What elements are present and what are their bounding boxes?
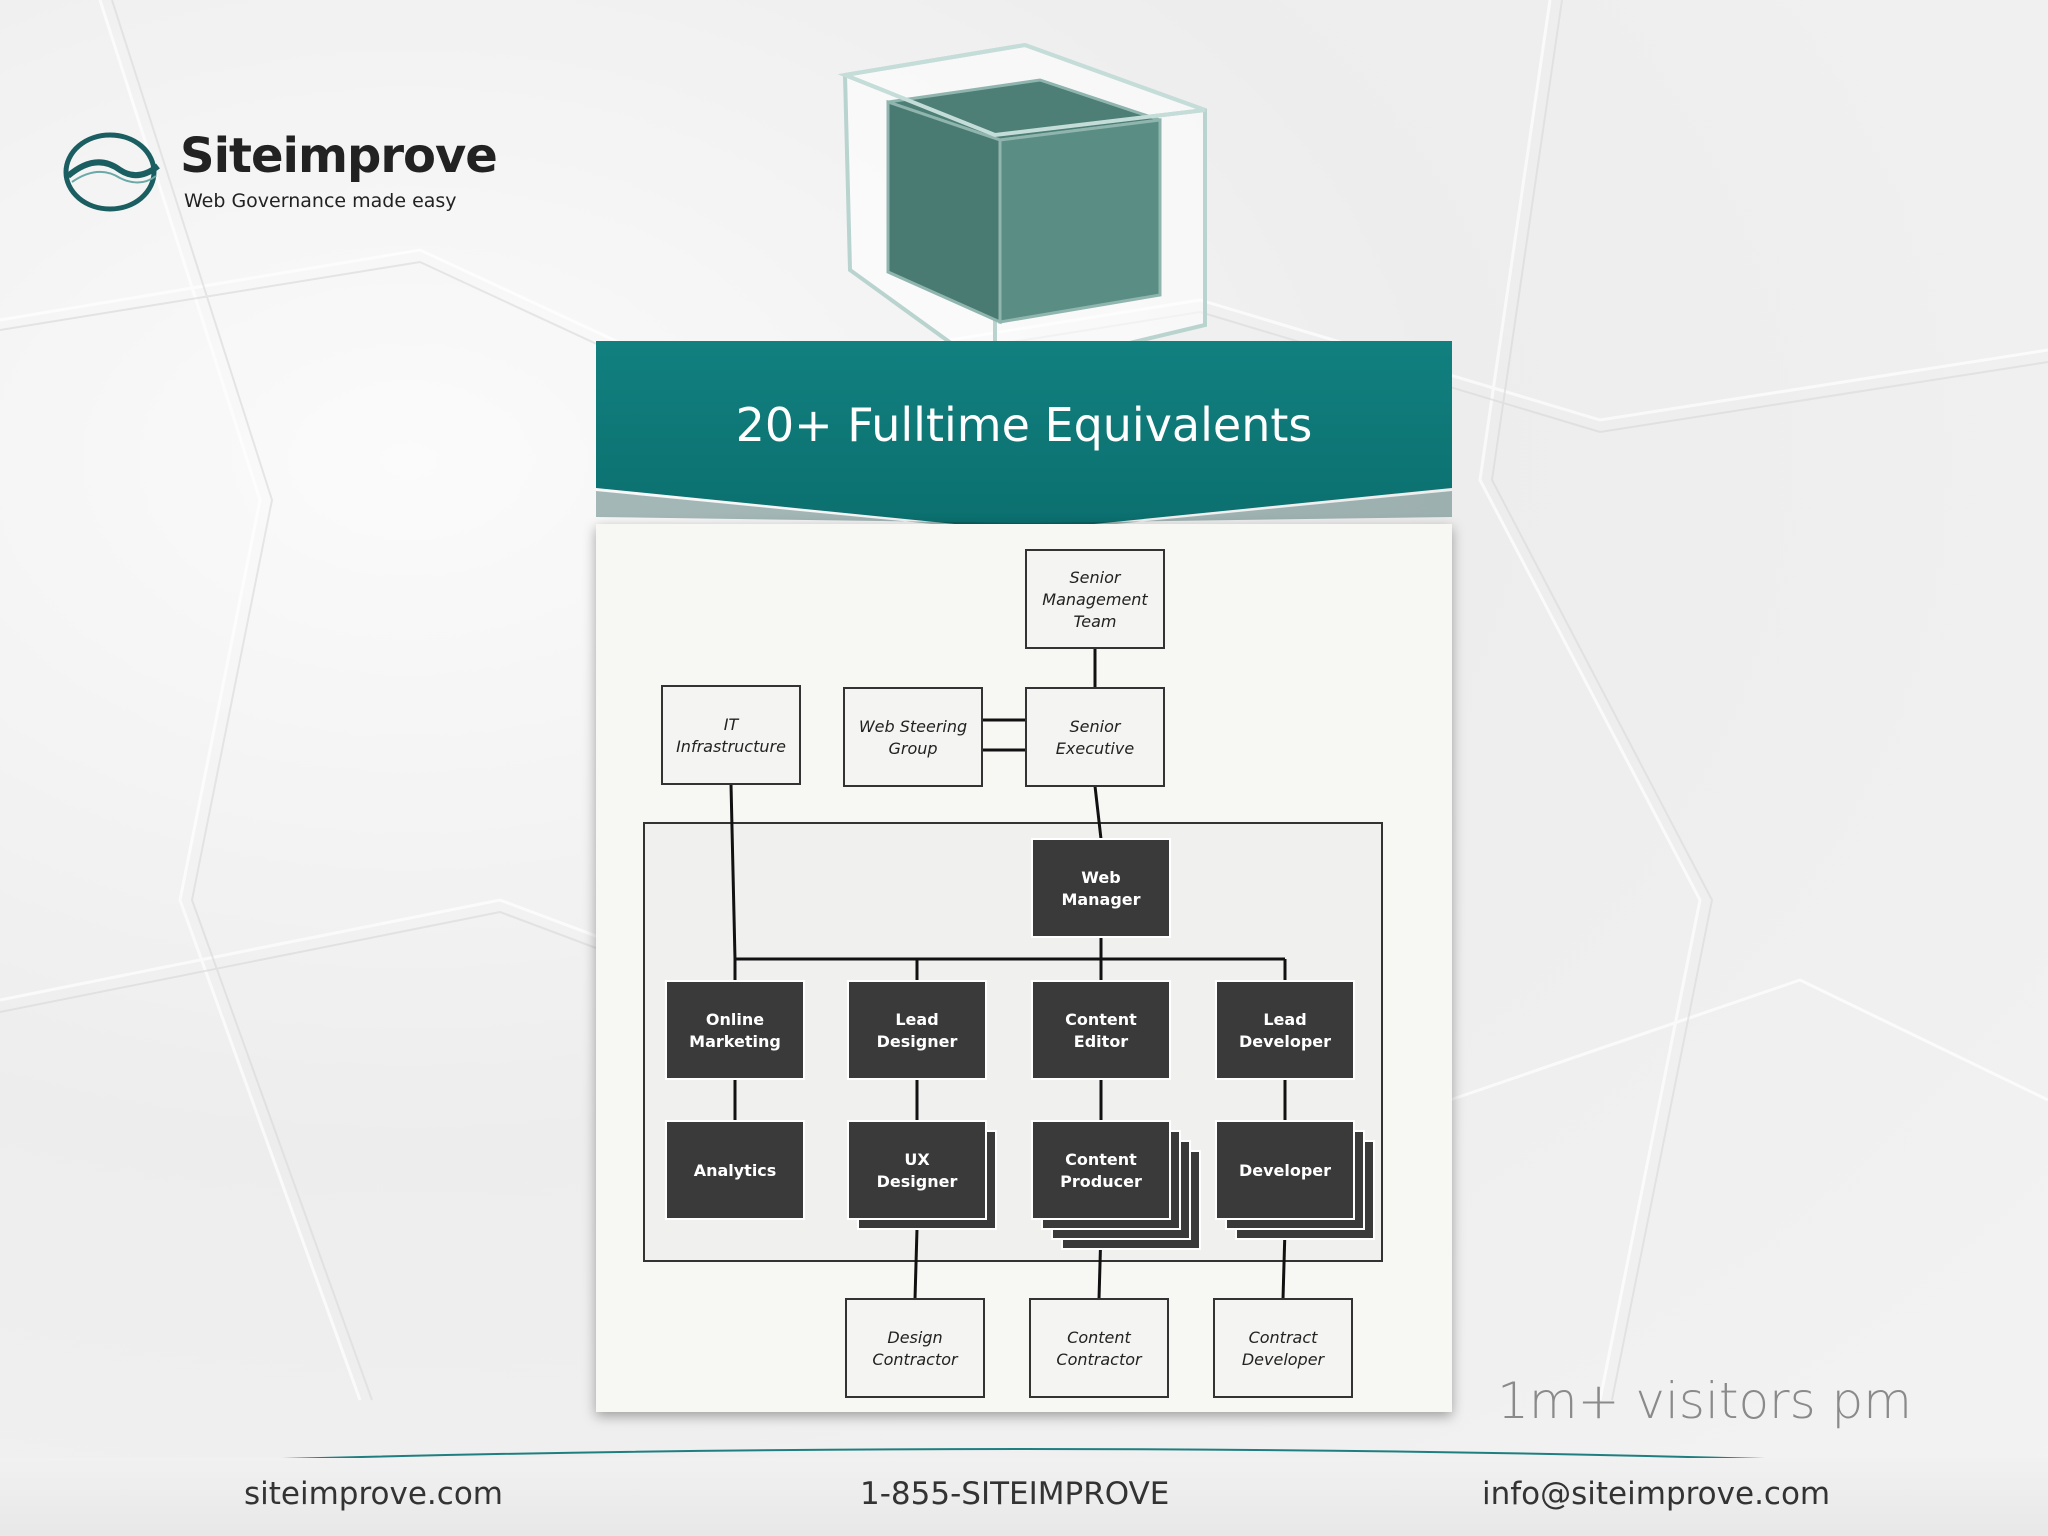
org-node-box — [1215, 1120, 1355, 1220]
org-node-label: Lead — [895, 1010, 938, 1029]
org-node-label: Web Steering — [859, 717, 967, 736]
org-node-label: Developer — [1239, 1161, 1331, 1180]
org-node-label: Lead — [1263, 1010, 1306, 1029]
footer-email-link[interactable]: info@siteimprove.com — [1482, 1476, 1831, 1512]
org-node-label: Team — [1073, 612, 1116, 631]
org-node-label: Executive — [1056, 739, 1135, 758]
org-chart: SeniorManagementTeamITInfrastructureWeb … — [643, 549, 1383, 1398]
org-node-label: Senior — [1070, 568, 1122, 587]
org-node-box — [661, 685, 801, 785]
banner-title: 20+ Fulltime Equivalents — [735, 398, 1313, 452]
org-node-box — [1029, 1298, 1169, 1398]
org-node-label: Manager — [1061, 890, 1140, 909]
org-node-label: Designer — [877, 1032, 958, 1051]
org-node-box — [1025, 687, 1165, 787]
org-node-box — [1025, 549, 1165, 649]
org-node-label: Content — [1065, 1150, 1137, 1169]
org-node-box — [665, 1120, 805, 1220]
connector-line — [1281, 1228, 1287, 1300]
footer — [0, 1458, 2048, 1536]
org-node-label: Infrastructure — [676, 737, 786, 756]
org-node-label: Web — [1081, 868, 1120, 887]
org-node-box — [1031, 980, 1171, 1080]
connector-line — [729, 783, 737, 960]
org-node-box — [845, 1298, 985, 1398]
org-node-label: Contract — [1249, 1328, 1319, 1347]
org-node-ux: UX Designer — [847, 1120, 997, 1230]
org-node-label: Group — [888, 739, 937, 758]
footer-website-link[interactable]: siteimprove.com — [244, 1476, 503, 1512]
org-node-label: Designer — [877, 1172, 958, 1191]
org-node-label: Contractor — [872, 1350, 959, 1369]
org-connectors — [729, 648, 1287, 1300]
org-node-label: Content — [1067, 1328, 1131, 1347]
org-node-label: UX — [904, 1150, 930, 1169]
org-node-label: Editor — [1074, 1032, 1129, 1051]
brand-name: Siteimprove — [180, 128, 498, 184]
org-node-box — [843, 687, 983, 787]
siteimprove-logo-icon — [63, 132, 160, 212]
cube-illustration — [837, 42, 1207, 378]
footer-phone[interactable]: 1-855-SITEIMPROVE — [860, 1476, 1170, 1512]
org-node-an: Analytics — [665, 1120, 805, 1220]
org-node-label: Senior — [1070, 717, 1122, 736]
org-node-dev: Developer — [1215, 1120, 1375, 1240]
org-node-label: Analytics — [694, 1161, 777, 1180]
org-node-box — [1031, 838, 1171, 938]
visitors-stat: 1m+ visitors pm — [1497, 1372, 1912, 1430]
connector-line — [913, 1228, 919, 1300]
org-node-label: Content — [1065, 1010, 1137, 1029]
title-banner — [596, 341, 1452, 531]
siteimprove-logo[interactable]: Siteimprove Web Governance made easy — [60, 128, 498, 218]
org-node-box — [1215, 980, 1355, 1080]
org-node-label: Online — [706, 1010, 764, 1029]
org-node-label: IT — [724, 715, 740, 734]
org-node-box — [665, 980, 805, 1080]
connector-line — [1093, 785, 1103, 840]
org-node-it: IT Infrastructure — [661, 685, 801, 785]
org-node-label: Contractor — [1056, 1350, 1143, 1369]
org-node-label: Design — [887, 1328, 942, 1347]
org-node-box — [1031, 1120, 1171, 1220]
brand-tagline: Web Governance made easy — [184, 190, 457, 212]
org-node-box — [847, 1120, 987, 1220]
org-node-label: Producer — [1060, 1172, 1142, 1191]
org-node-label: Developer — [1242, 1350, 1326, 1369]
org-node-label: Management — [1042, 590, 1148, 609]
org-node-box — [847, 980, 987, 1080]
org-node-label: Developer — [1239, 1032, 1331, 1051]
org-node-label: Marketing — [689, 1032, 781, 1051]
org-node-box — [1213, 1298, 1353, 1398]
